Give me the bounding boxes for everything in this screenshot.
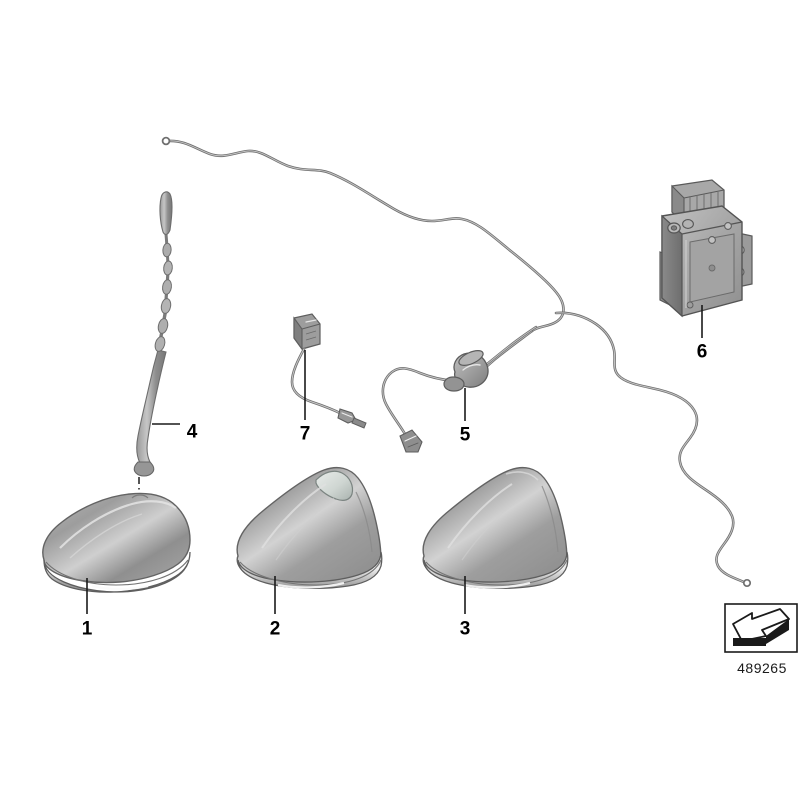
callout-label-5: 5	[459, 424, 471, 446]
antenna-coax-cable-right-routing	[554, 311, 752, 588]
part-7-adapter-lead	[290, 313, 367, 429]
antenna-coax-cable-main	[161, 136, 565, 333]
part-3-shark-fin-antenna	[422, 466, 569, 590]
cable-end-eyelet-right	[742, 578, 752, 588]
direction-arrow-icon	[724, 603, 798, 653]
part-5-cable-grommet	[443, 350, 489, 392]
cable-end-eyelet-left	[161, 136, 171, 146]
cable-branch-connector	[399, 429, 423, 453]
callout-label-1: 1	[81, 618, 93, 640]
part-4-antenna-rod-mast	[133, 191, 173, 506]
callout-label-4: 4	[186, 421, 198, 443]
callout-label-2: 2	[269, 618, 281, 640]
callout-label-3: 3	[459, 618, 471, 640]
part-6-antenna-amplifier-module	[659, 179, 753, 318]
callout-label-6: 6	[696, 341, 708, 363]
callout-label-7: 7	[299, 423, 311, 445]
leader-lines	[86, 305, 703, 614]
part-2-shark-fin-antenna	[236, 466, 383, 590]
diagram-reference-number: 489265	[737, 660, 787, 676]
adapter-lead-terminal	[337, 408, 367, 429]
part-1-roof-antenna-base	[42, 492, 191, 593]
